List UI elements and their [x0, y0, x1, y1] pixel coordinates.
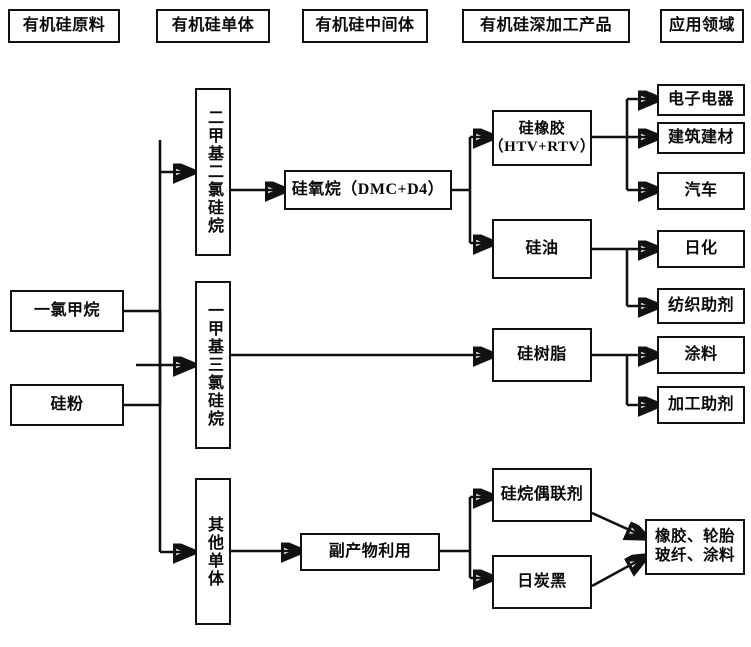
column-header-applications: 应用领域 — [660, 9, 744, 43]
node-chloromethane: 一氯甲烷 — [10, 290, 124, 332]
column-header-raw-materials: 有机硅原料 — [8, 9, 120, 43]
node-application-daily-chemicals: 日化 — [657, 230, 745, 268]
node-silicon-powder: 硅粉 — [10, 384, 124, 426]
node-application-textile-auxiliaries: 纺织助剂 — [657, 288, 745, 324]
column-header-deep-processing: 有机硅深加工产品 — [462, 9, 630, 43]
node-carbon-black: 日炭黑 — [492, 555, 592, 609]
node-other-monomers: 其他单体 — [195, 478, 231, 625]
node-application-processing-aids: 加工助剂 — [657, 386, 745, 424]
column-header-monomers: 有机硅单体 — [156, 9, 270, 43]
node-siloxane: 硅氧烷（DMC+D4） — [284, 170, 452, 210]
node-application-automotive: 汽车 — [657, 172, 745, 210]
node-silicone-rubber: 硅橡胶 （HTV+RTV） — [489, 110, 595, 166]
node-application-rubber-tire-glassfiber-coatings: 橡胶、轮胎 玻纤、涂料 — [645, 519, 745, 575]
node-dimethyldichlorosilane: 二甲基二氯硅烷 — [195, 88, 231, 256]
column-header-intermediates: 有机硅中间体 — [302, 9, 428, 43]
node-silicone-oil: 硅油 — [492, 219, 592, 279]
node-application-coatings: 涂料 — [657, 336, 745, 374]
node-application-construction: 建筑建材 — [657, 122, 745, 154]
node-silicone-resin: 硅树脂 — [492, 328, 592, 382]
node-silane-coupling-agent: 硅烷偶联剂 — [492, 468, 592, 522]
node-byproduct-utilization: 副产物利用 — [300, 533, 440, 571]
node-methyltrichlorosilane: 一甲基三氯硅烷 — [195, 281, 231, 449]
node-application-electronics: 电子电器 — [657, 84, 745, 116]
